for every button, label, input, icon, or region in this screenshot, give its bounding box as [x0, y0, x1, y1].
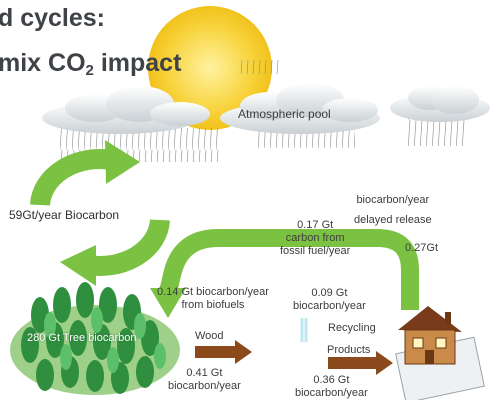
recycling-flux-label: 0.09 Gt biocarbon/year — [293, 287, 366, 312]
biofuels-flux-label: 0.14 Gt biocarbon/year from biofuels — [157, 286, 269, 311]
recycling-label: Recycling — [328, 322, 376, 334]
fossil-flux-label: 0.17 Gt carbon from fossil fuel/year — [280, 219, 351, 257]
sun — [148, 6, 272, 130]
forest — [10, 282, 180, 395]
products-arrow — [328, 351, 393, 375]
products-label: Products — [327, 344, 371, 356]
wood-arrow — [195, 340, 252, 364]
cloud-right — [390, 86, 490, 122]
house — [395, 306, 485, 400]
title-line-2-sub: 2 — [85, 62, 94, 79]
wood-flux-label: 0.41 Gt biocarbon/year — [168, 367, 241, 392]
biocarbon-cycle-label: 59Gt/year Biocarbon — [9, 208, 120, 222]
products-flux-label: 0.36 Gt biocarbon/year — [295, 374, 368, 399]
wood-label: Wood — [195, 330, 224, 342]
title-line-2: mix CO2 impact — [0, 49, 181, 85]
biocarbon-cycle-arrows — [30, 140, 170, 286]
tree-biocarbon-label: 280 Gt Tree biocarbon — [27, 332, 137, 344]
cloud-left — [42, 86, 210, 134]
title-line-2-post: impact — [93, 49, 182, 77]
title-line-1: d cycles: — [0, 4, 106, 32]
house-flux-label: 0.27Gt — [405, 242, 439, 254]
atmospheric-pool-label: Atmospheric pool — [238, 107, 331, 121]
return-loop-arrow — [150, 229, 419, 318]
cloud-center — [220, 83, 380, 134]
recycling-arrow — [300, 318, 308, 342]
delayed-release-label: biocarbon/year delayed release — [354, 194, 432, 226]
title-line-2-pre: mix CO — [0, 49, 86, 77]
